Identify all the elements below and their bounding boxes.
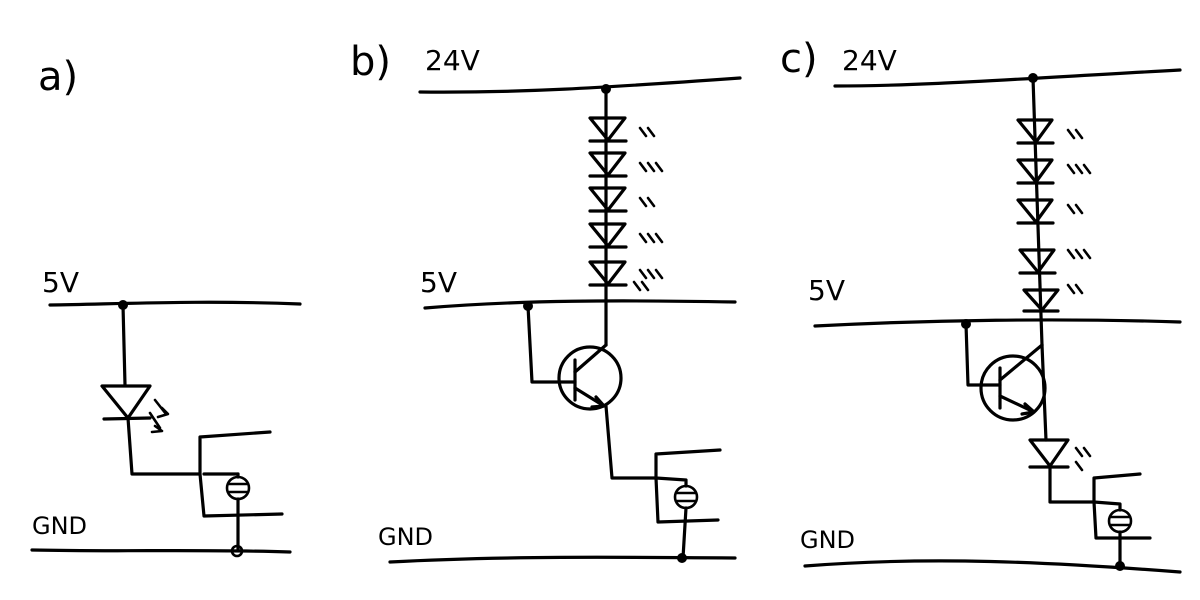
panel-b-transistor-collector — [573, 343, 608, 374]
panel-b-led-2-icon — [588, 151, 628, 178]
panel-c-led-4-icon — [1018, 248, 1057, 275]
panel-b-5v-label: 5V — [420, 266, 457, 299]
panel-c-transistor-icon — [979, 354, 1047, 422]
panel-c-5v-label: 5V — [808, 274, 845, 307]
panel-a-label: a) — [38, 54, 78, 100]
panel-b-gnd-junction — [677, 553, 687, 563]
panel-b-led-4-icon — [588, 222, 628, 249]
panel-b-photo-sensor-icon — [673, 484, 699, 510]
panel-c-photo-box — [1092, 472, 1152, 540]
panel-a: a) 5V GND — [30, 54, 302, 558]
panel-a-led-lead-top — [121, 303, 127, 387]
panel-b-gnd-label: GND — [378, 523, 433, 551]
panel-a-5v-label: 5V — [42, 266, 79, 299]
panel-c-indicator-led-lead — [1048, 464, 1096, 504]
panel-c-emitter-lead — [1040, 343, 1048, 442]
panel-a-led-icon — [100, 384, 152, 420]
panel-a-photo-sensor-icon — [225, 475, 251, 501]
panel-b-transistor-icon — [557, 345, 623, 411]
panel-a-photo-sensor-mark — [227, 482, 249, 494]
panel-b-24v-label: 24V — [425, 44, 480, 77]
panel-a-led-arrows-icon — [148, 398, 170, 434]
panel-b-led-string — [588, 116, 664, 292]
panel-c-base-lead — [964, 322, 1002, 387]
panel-b-emitter-lead — [604, 404, 658, 480]
panel-a-photo-box — [198, 430, 284, 518]
panel-c-indicator-led-icon — [1028, 438, 1070, 469]
panel-b-led-1-icon — [588, 116, 628, 143]
panel-c-led-string-wire — [1031, 76, 1044, 347]
panel-a-gnd-junction — [230, 544, 244, 558]
panel-b-24v-rail — [418, 76, 742, 94]
panel-c-photo-sensor-icon — [1107, 508, 1133, 534]
panel-c-gnd-rail — [803, 559, 1182, 574]
panel-b-led-arrows-icon — [632, 126, 664, 292]
panel-c: c) 24V 5V — [780, 36, 1182, 574]
panel-b: b) 24V 5V GND — [350, 39, 742, 564]
panel-c-label: c) — [780, 36, 818, 82]
panel-b-photo-sensor-lead — [654, 476, 688, 560]
panel-c-led-string — [1016, 118, 1092, 313]
panel-b-photo-sensor-mark — [675, 491, 697, 503]
panel-b-5v-rail — [423, 299, 737, 310]
panel-c-5v-rail — [813, 318, 1182, 328]
panel-a-gnd-rail — [30, 548, 292, 554]
panel-c-led-5-icon — [1022, 288, 1060, 313]
panel-c-led-arrows-icon — [1066, 128, 1092, 295]
panel-c-led-2-icon — [1016, 158, 1055, 185]
panel-c-gnd-label: GND — [800, 526, 855, 554]
panel-a-5v-rail — [48, 300, 302, 307]
panel-c-photo-sensor-lead — [1092, 500, 1122, 568]
panel-c-transistor-emitter — [998, 394, 1036, 416]
panel-b-led-3-icon — [588, 186, 628, 213]
panel-a-led-lead-bottom — [126, 416, 202, 476]
panel-c-24v-rail — [833, 68, 1182, 88]
panel-c-indicator-led-arrows-icon — [1074, 446, 1092, 472]
panel-c-led-3-icon — [1016, 198, 1055, 225]
panel-b-gnd-rail — [388, 555, 737, 564]
panel-b-base-lead — [526, 304, 577, 384]
panel-c-24v-label: 24V — [842, 44, 897, 77]
panel-b-led-5-icon — [588, 260, 628, 287]
panel-b-label: b) — [350, 39, 391, 85]
panel-b-transistor-emitter — [573, 386, 606, 409]
panel-c-photo-sensor-mark — [1109, 515, 1131, 527]
panel-a-gnd-label: GND — [32, 512, 87, 540]
panel-c-transistor-collector — [998, 343, 1044, 382]
panel-c-gnd-junction — [1115, 561, 1125, 571]
panel-c-led-1-icon — [1016, 118, 1055, 145]
